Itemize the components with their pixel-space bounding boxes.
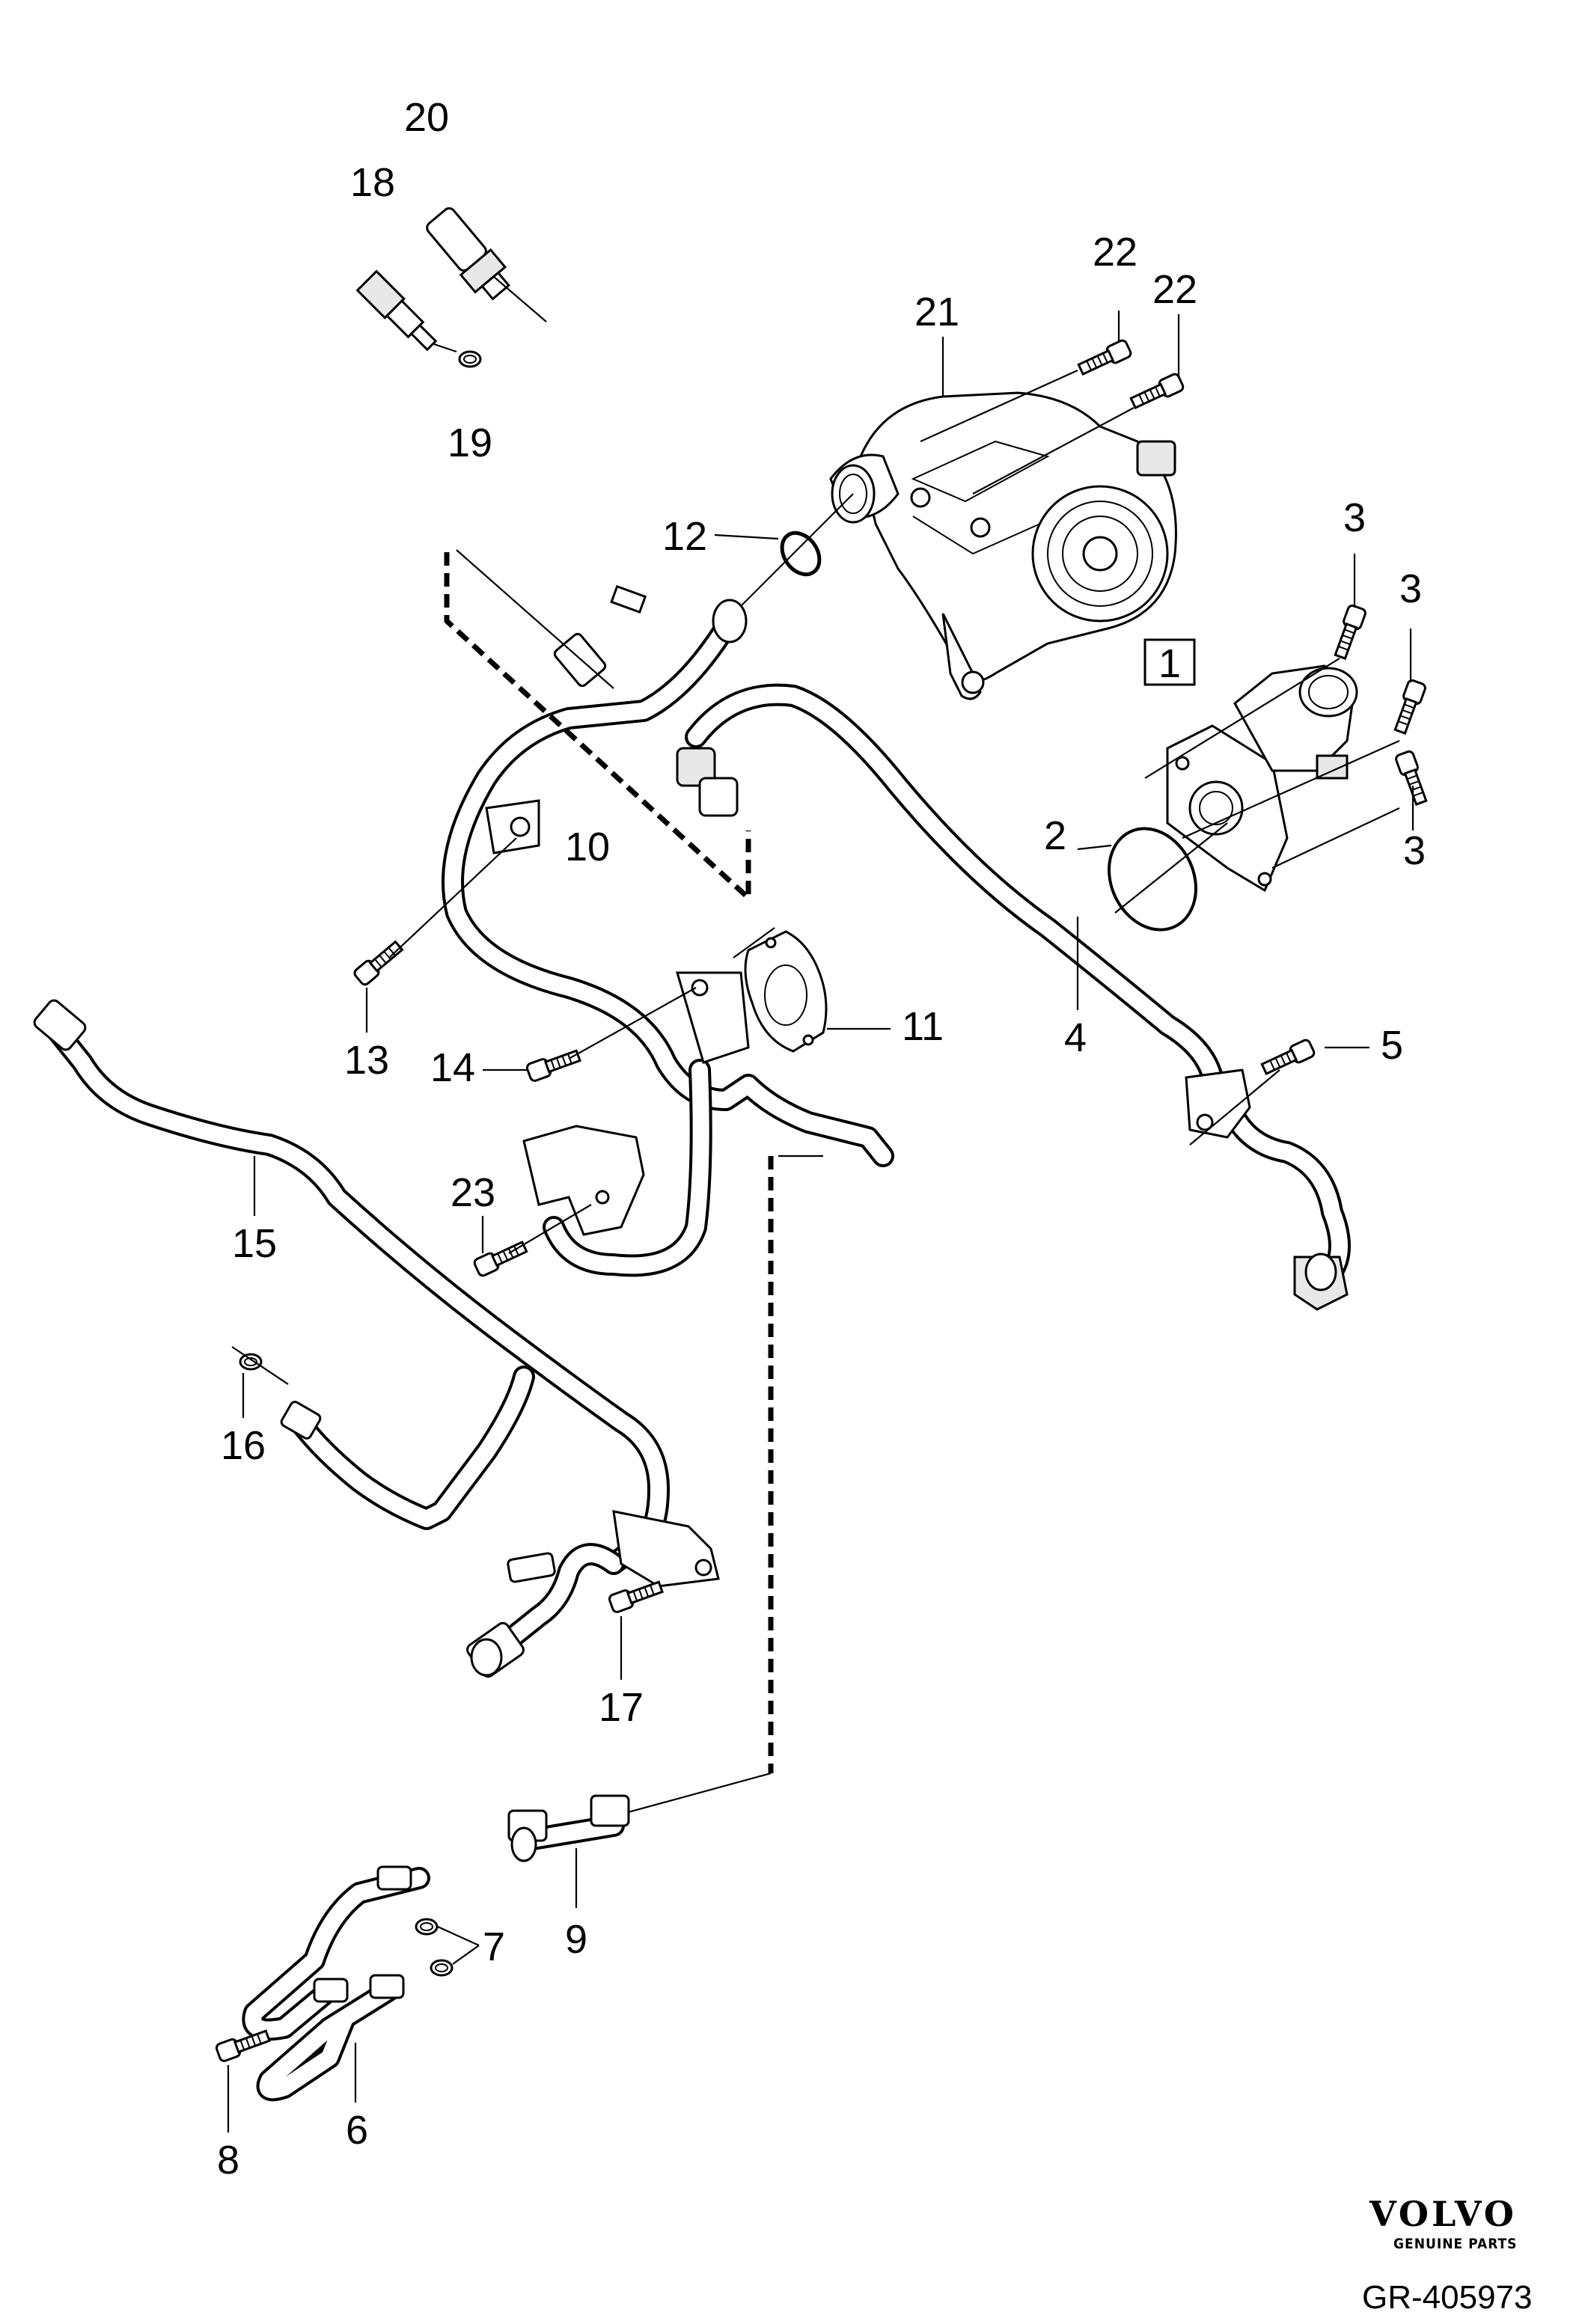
callout-14: 14 [430,1045,475,1090]
callout-21: 21 [914,290,959,334]
bracket-23 [522,1125,645,1236]
callout-1: 1 [1158,641,1181,686]
callout-3a: 3 [1343,495,1366,540]
callout-7: 7 [483,1924,505,1969]
coolant-pipe-10 [442,584,894,1277]
callout-6: 6 [346,2108,368,2153]
coolant-pipe-6 [242,1865,430,2102]
callout-16: 16 [221,1423,266,1468]
callout-labels: 20 18 19 21 22 22 12 3 3 3 1 2 10 13 14 … [217,95,1426,2183]
coolant-pipe-15 [33,999,720,1678]
bolt-14 [525,1046,583,1083]
bolt-13 [352,938,406,988]
callout-20: 20 [404,95,449,140]
sensor-18 [355,269,438,352]
bolt-3-a [1331,603,1368,661]
callout-12: 12 [662,514,707,559]
assembly-box-1 [1143,638,1196,686]
callout-18: 18 [350,160,395,205]
o-ring-12 [780,530,822,577]
callout-22a: 22 [1093,230,1137,275]
bolt-3-b [1390,678,1428,736]
o-ring-19 [458,350,482,368]
reference-line-upper [444,552,751,904]
callout-17: 17 [599,1685,644,1730]
bolt-22-a [1075,337,1134,379]
callout-15: 15 [232,1221,277,1266]
thermostat-housing [1166,664,1358,893]
bolt-23 [471,1237,530,1279]
reference-number: GR-405973 [1362,2279,1532,2316]
callout-13: 13 [344,1038,389,1083]
coolant-sensor-assembly [355,207,547,368]
callout-5: 5 [1381,1023,1403,1068]
o-ring-7-a [415,1918,439,1936]
coolant-hose-9 [507,1794,630,1862]
callout-8: 8 [217,2138,239,2183]
callout-9: 9 [565,1917,587,1962]
genuine-parts-text: GENUINE PARTS [1393,2236,1517,2252]
gasket-11 [744,930,828,1053]
callout-10: 10 [565,825,610,869]
callout-3b: 3 [1399,566,1422,611]
callout-19: 19 [448,421,492,465]
sensor-20 [426,207,510,301]
o-ring-16 [239,1353,263,1371]
bolt-22-b [1128,371,1186,413]
callout-22b: 22 [1152,267,1197,312]
water-pump [829,391,1177,700]
bolt-8 [214,2026,272,2064]
o-ring-7-b [430,1959,454,1977]
coolant-pipe-4 [676,683,1351,1311]
callout-4: 4 [1064,1015,1087,1060]
gasket-2 [1108,827,1197,932]
bolt-17 [607,1577,665,1615]
callout-11: 11 [902,1004,944,1049]
brand-block: VOLVO GENUINE PARTS GR-405973 [1362,2194,1532,2316]
volvo-logo-text: VOLVO [1369,2194,1517,2234]
callout-2: 2 [1044,813,1066,858]
bolt-5 [1259,1037,1317,1079]
callout-23: 23 [451,1170,495,1215]
callout-3c: 3 [1403,828,1426,873]
